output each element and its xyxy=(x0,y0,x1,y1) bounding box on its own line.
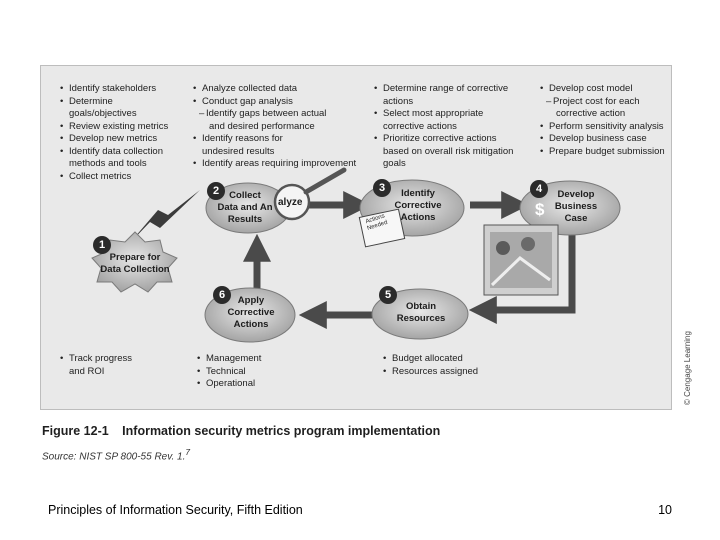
step-5-bottom-bullets: Budget allocated Resources assigned xyxy=(383,353,478,378)
bullet-item: Develop new metrics xyxy=(60,133,168,146)
bullet-item: goals xyxy=(383,158,406,169)
bullet-item: Identify areas requiring improvement xyxy=(193,158,356,171)
step-1-number: 1 xyxy=(93,236,111,254)
bullet-item: Collect metrics xyxy=(60,171,168,184)
bullet-item: Perform sensitivity analysis xyxy=(540,121,665,134)
page-number: 10 xyxy=(658,503,672,517)
bullet-item: Project cost for each xyxy=(540,96,665,109)
step-5-number: 5 xyxy=(379,286,397,304)
bullet-item: Budget allocated xyxy=(383,353,478,366)
bullet-item: corrective action xyxy=(556,108,626,119)
bullet-item: Conduct gap analysis xyxy=(193,96,356,109)
step-6-bottom-bullets: Management Technical Operational xyxy=(197,353,261,391)
bullet-item: corrective actions xyxy=(383,120,457,132)
step-1-bottom-bullets: Track progress and ROI xyxy=(60,353,132,378)
bullet-item: Determine range of corrective xyxy=(374,83,513,96)
bullet-item: goals/objectives xyxy=(69,108,137,119)
bullet-item: Analyze collected data xyxy=(193,83,356,96)
bullet-item: and ROI xyxy=(69,365,105,377)
step-3-number: 3 xyxy=(373,179,391,197)
step-3-bullets: Determine range of corrective actions Se… xyxy=(374,83,513,171)
bullet-item: Identify reasons for xyxy=(193,133,356,146)
bullet-item: Track progress xyxy=(60,353,132,366)
figure-source: Source: NIST SP 800-55 Rev. 1.7 xyxy=(42,447,191,463)
magnifier-icon xyxy=(273,183,311,221)
bullet-item: Determine xyxy=(60,96,168,109)
bullet-item: Identify stakeholders xyxy=(60,83,168,96)
bullet-item: methods and tools xyxy=(69,158,147,169)
image-credit: © Cengage Learning xyxy=(683,331,692,405)
bullet-item: Management xyxy=(197,353,261,366)
step-6-number: 6 xyxy=(213,286,231,304)
bullet-item: Prioritize corrective actions xyxy=(374,133,513,146)
figure-caption: Figure 12-1 Information security metrics… xyxy=(42,424,440,438)
bullet-item: undesired results xyxy=(202,145,275,157)
magnifier-text: alyze xyxy=(278,197,303,208)
bullet-item: Identify data collection xyxy=(60,146,168,159)
bullet-item: Select most appropriate xyxy=(374,108,513,121)
step-4-bullets: Develop cost model Project cost for each… xyxy=(540,83,665,158)
bullet-item: Develop business case xyxy=(540,133,665,146)
footer-book-title: Principles of Information Security, Fift… xyxy=(48,503,303,517)
bullet-item: actions xyxy=(383,95,414,107)
bullet-item: and desired performance xyxy=(209,120,315,132)
bullet-item: Operational xyxy=(197,378,261,391)
step-1-bullets: Identify stakeholders Determine goals/ob… xyxy=(60,83,168,183)
bullet-item: Technical xyxy=(197,366,261,379)
bullet-item: Resources assigned xyxy=(383,366,478,379)
bullet-item: Review existing metrics xyxy=(60,121,168,134)
bullet-item: Prepare budget submission xyxy=(540,146,665,159)
bullet-item: Develop cost model xyxy=(540,83,665,96)
lightning-arrow xyxy=(128,190,200,245)
step-2-bullets: Analyze collected data Conduct gap analy… xyxy=(193,83,356,171)
figure-title: Information security metrics program imp… xyxy=(122,424,441,438)
bullet-item: based on overall risk mitigation xyxy=(383,145,514,157)
actions-note-icon xyxy=(358,208,406,248)
step-4-number: 4 xyxy=(530,180,548,198)
step-5-ellipse xyxy=(371,288,469,340)
bullet-item: Identify gaps between actual xyxy=(193,108,356,121)
figure-number: Figure 12-1 xyxy=(42,424,109,438)
arrow-4-to-5 xyxy=(468,228,576,324)
step-2-number: 2 xyxy=(207,182,225,200)
dollar-icon: $ xyxy=(535,200,545,219)
